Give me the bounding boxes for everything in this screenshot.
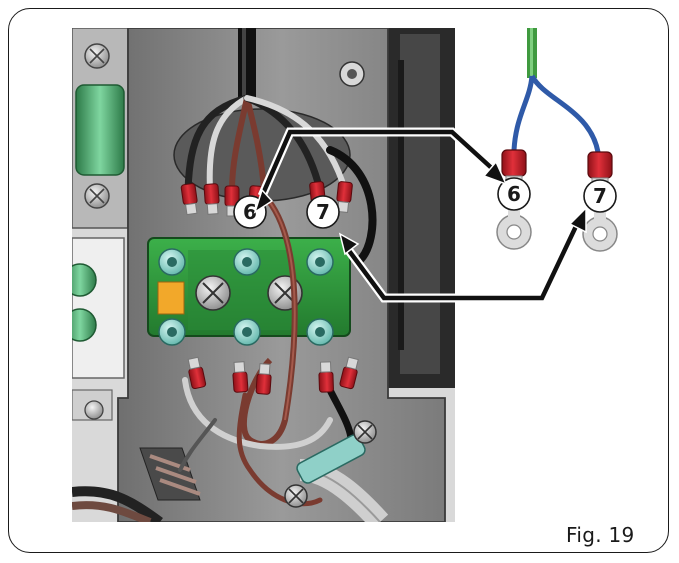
callout-wire-6: 6 [497, 177, 531, 211]
connection-arrows [253, 127, 587, 303]
main-cable [238, 28, 256, 100]
arrowhead-icon [338, 232, 360, 256]
callout-number: 7 [316, 200, 330, 224]
loose-wires: 6 7 [496, 28, 618, 252]
callout-wire-7: 7 [583, 179, 617, 213]
callout-number: 7 [593, 184, 607, 208]
arrow-7 [345, 221, 581, 301]
arrow-6 [259, 129, 498, 197]
callout-terminal-7: 7 [306, 195, 340, 229]
terminal-block [147, 237, 351, 346]
left-upper-bracket [72, 28, 129, 229]
callout-number: 6 [507, 182, 521, 206]
cable-clamp [284, 420, 389, 522]
ring-terminal-7 [582, 151, 618, 252]
callout-number: 6 [243, 200, 257, 224]
figure-label: Fig. 19 [566, 523, 635, 547]
left-lower-bracket [72, 237, 125, 421]
arrowhead-icon [253, 188, 274, 214]
motor-housing-view [72, 28, 455, 522]
arrowhead-icon [568, 206, 587, 234]
arrowhead-icon [482, 160, 508, 186]
